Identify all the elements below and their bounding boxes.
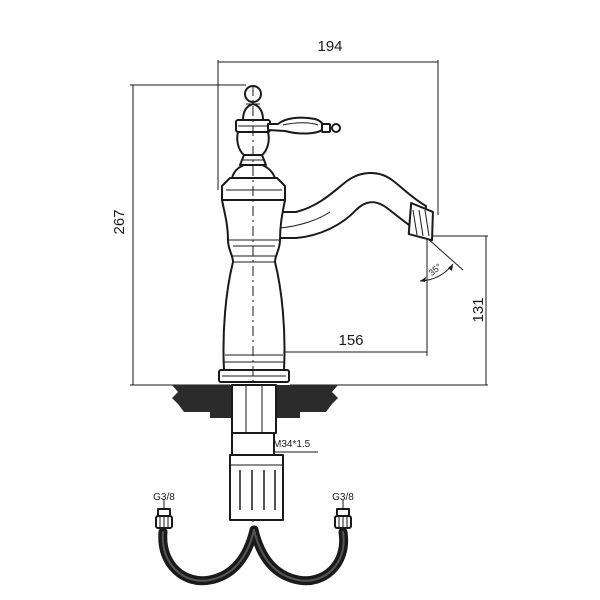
connection-label-right: G3/8	[332, 492, 354, 503]
supply-hoses	[155, 500, 352, 586]
dimension-width-total: 194	[317, 38, 342, 55]
dimension-spout-reach: 156	[338, 332, 363, 349]
counter-mount	[172, 384, 338, 434]
dimension-height-total: 267	[111, 209, 128, 234]
spout-aerator	[407, 202, 434, 242]
lever-handle	[267, 116, 341, 135]
dimension-spout-height: 131	[470, 297, 487, 322]
connection-label-left: G3/8	[153, 492, 175, 503]
left-hose-connector	[155, 500, 173, 529]
threaded-shank	[229, 432, 284, 521]
faucet-body	[218, 85, 434, 530]
right-hose-connector	[334, 500, 352, 529]
thread-label: M34*1.5	[273, 439, 311, 450]
dimension-spout-angle: 35°	[427, 261, 444, 278]
